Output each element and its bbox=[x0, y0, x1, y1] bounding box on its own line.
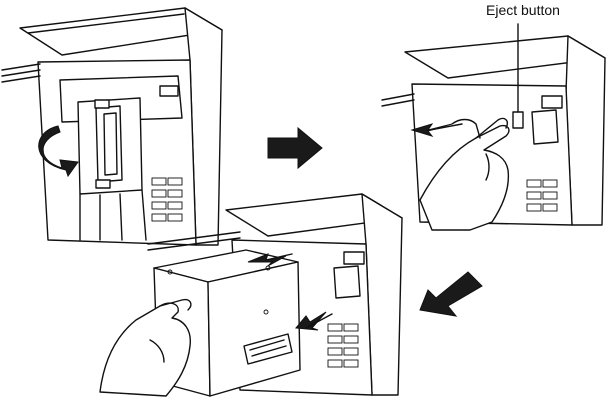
rotate-arrow-icon bbox=[38, 125, 79, 178]
pull-arrow-icon bbox=[410, 123, 463, 137]
arrow-right-icon bbox=[267, 126, 323, 170]
pull-arrow-icon bbox=[247, 253, 333, 331]
step-3-panel bbox=[99, 193, 403, 397]
hand-icon bbox=[99, 298, 192, 397]
step-1-panel bbox=[1, 7, 223, 246]
eject-button-callout: Eject button bbox=[486, 2, 560, 18]
step-2-panel bbox=[381, 23, 606, 231]
drive-handle bbox=[94, 99, 123, 189]
eject-button bbox=[512, 111, 524, 129]
arrow-down-left-icon bbox=[419, 271, 483, 317]
hand-icon bbox=[419, 117, 510, 231]
